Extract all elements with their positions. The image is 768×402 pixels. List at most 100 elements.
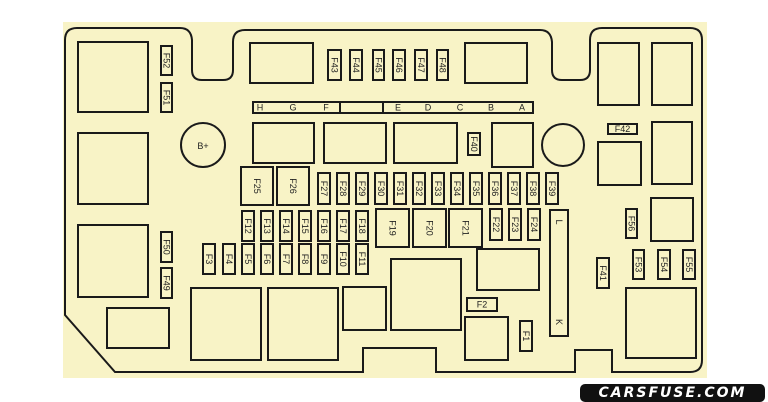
relay bbox=[390, 258, 462, 331]
fuse-f45 bbox=[372, 49, 385, 81]
relay bbox=[77, 132, 149, 205]
relay bbox=[491, 122, 534, 168]
fuse-label-f54: F54 bbox=[659, 257, 669, 273]
fuse-f12 bbox=[241, 210, 255, 242]
connector-letter-b: B bbox=[488, 103, 494, 113]
fuse-f33 bbox=[431, 172, 445, 205]
connector-letter-f: F bbox=[323, 103, 329, 113]
fuse-f9 bbox=[317, 243, 331, 275]
fuse-label-f45: F45 bbox=[374, 57, 384, 73]
fuse-f11 bbox=[355, 243, 369, 275]
fuse-label-f42: F42 bbox=[615, 124, 631, 134]
fuse-f47 bbox=[414, 49, 428, 81]
fuse-f46 bbox=[392, 49, 406, 81]
fuse-label-f10: F10 bbox=[338, 251, 348, 267]
relay bbox=[77, 41, 149, 113]
fuse-label-f35: F35 bbox=[471, 181, 481, 197]
fuse-f22 bbox=[489, 208, 503, 241]
fuse-label-f20: F20 bbox=[425, 220, 435, 236]
relay bbox=[323, 122, 387, 164]
battery-terminal-icon bbox=[180, 122, 226, 168]
fuse-label-f39: F39 bbox=[547, 181, 557, 197]
ground-stud-icon bbox=[541, 123, 585, 167]
fuse-f43 bbox=[327, 49, 342, 81]
fuse-label-f15: F15 bbox=[300, 218, 310, 234]
fuse-label-f53: F53 bbox=[634, 257, 644, 273]
fuse-f44 bbox=[349, 49, 363, 81]
fuse-f48 bbox=[436, 49, 449, 81]
fuse-f54 bbox=[657, 249, 671, 280]
fuse-label-f48: F48 bbox=[438, 57, 448, 73]
fuse-label-f38: F38 bbox=[528, 181, 538, 197]
fuse-label-f17: F17 bbox=[338, 218, 348, 234]
connector-letter-e: E bbox=[395, 103, 401, 113]
fuse-label-f32: F32 bbox=[414, 181, 424, 197]
fuse-f5 bbox=[241, 243, 255, 275]
fuse-label-f27: F27 bbox=[319, 181, 329, 197]
fuse-label-f14: F14 bbox=[281, 218, 291, 234]
fuse-f37 bbox=[507, 172, 521, 205]
fuse-label-f29: F29 bbox=[357, 181, 367, 197]
fuse-f7 bbox=[279, 243, 293, 275]
strip-label-l: L bbox=[554, 219, 564, 224]
fuse-label-f28: F28 bbox=[338, 181, 348, 197]
fuse-f23 bbox=[508, 208, 522, 241]
relay bbox=[393, 122, 458, 164]
relay bbox=[464, 42, 528, 84]
fuse-f36 bbox=[488, 172, 502, 205]
fuse-label-f37: F37 bbox=[509, 181, 519, 197]
fuse-f14 bbox=[279, 210, 293, 242]
fuse-label-f19: F19 bbox=[388, 220, 398, 236]
fuse-label-f5: F5 bbox=[243, 254, 253, 265]
fuse-label-f51: F51 bbox=[162, 90, 172, 106]
relay bbox=[342, 286, 387, 331]
fuse-f30 bbox=[374, 172, 388, 205]
fuse-f34 bbox=[450, 172, 464, 205]
fuse-label-f44: F44 bbox=[351, 57, 361, 73]
fuse-label-f18: F18 bbox=[357, 218, 367, 234]
fuse-label-f50: F50 bbox=[162, 239, 172, 255]
fuse-f15 bbox=[298, 210, 312, 242]
relay bbox=[106, 307, 170, 349]
fuse-f51 bbox=[160, 82, 173, 113]
fuse-label-f34: F34 bbox=[452, 181, 462, 197]
strip-label-k: K bbox=[554, 319, 564, 325]
fuse-label-f12: F12 bbox=[243, 218, 253, 234]
relay bbox=[651, 42, 693, 106]
connector-letter-d: D bbox=[425, 103, 432, 113]
fuse-label-f46: F46 bbox=[394, 57, 404, 73]
fuse-f31 bbox=[393, 172, 407, 205]
relay bbox=[464, 316, 509, 361]
connector-letter-h: H bbox=[257, 103, 264, 113]
fuse-f4 bbox=[222, 243, 236, 275]
relay bbox=[476, 248, 540, 291]
connector-strip-lk bbox=[549, 209, 569, 337]
fuse-label-f56: F56 bbox=[627, 216, 637, 232]
fuse-label-f6: F6 bbox=[262, 254, 272, 265]
fuse-label-f3: F3 bbox=[204, 254, 214, 265]
fuse-label-f11: F11 bbox=[357, 252, 367, 267]
fuse-label-f4: F4 bbox=[224, 254, 234, 265]
connector-strip bbox=[252, 101, 534, 114]
fuse-f1 bbox=[519, 320, 533, 352]
fuse-f35 bbox=[469, 172, 483, 205]
fuse-f21 bbox=[448, 208, 483, 248]
fuse-f29 bbox=[355, 172, 369, 205]
fuse-label-f33: F33 bbox=[433, 181, 443, 197]
fuse-f3 bbox=[202, 243, 216, 275]
relay bbox=[650, 197, 694, 242]
relay bbox=[625, 287, 697, 359]
fuse-label-f43: F43 bbox=[330, 57, 340, 73]
fuse-label-f16: F16 bbox=[319, 218, 329, 234]
relay bbox=[77, 224, 149, 298]
fuse-label-f13: F13 bbox=[262, 218, 272, 234]
fuse-f2 bbox=[466, 297, 498, 312]
relay bbox=[597, 42, 640, 106]
fuse-f6 bbox=[260, 243, 274, 275]
fuse-label-f21: F21 bbox=[461, 220, 471, 236]
fuse-f56 bbox=[625, 208, 638, 239]
relay bbox=[190, 287, 262, 361]
fuse-f13 bbox=[260, 210, 274, 242]
fuse-label-f30: F30 bbox=[376, 181, 386, 197]
